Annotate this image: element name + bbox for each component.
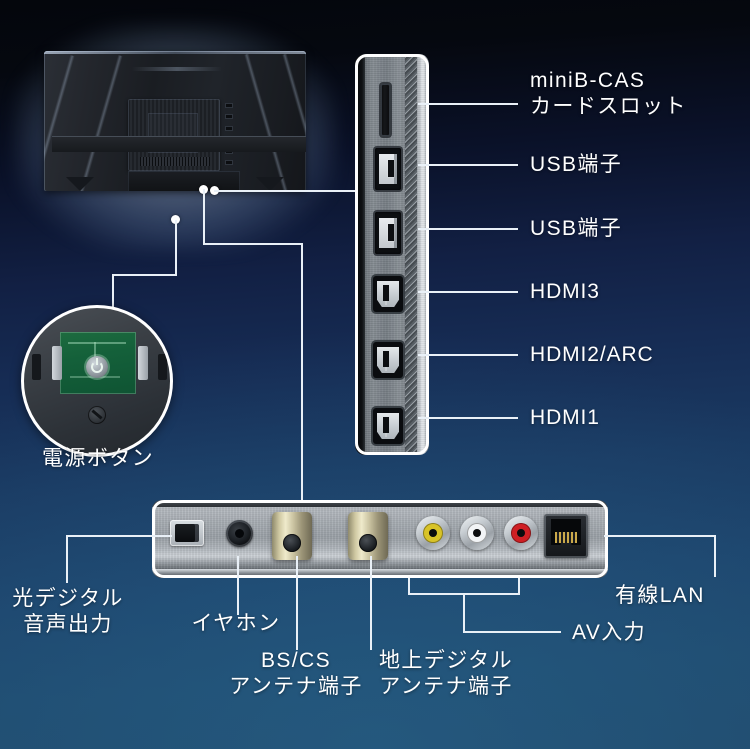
label-terrestrial: 地上デジタル アンテナ端子 — [379, 649, 513, 699]
panel-grain-strip — [405, 54, 417, 455]
leader-bottom-v2 — [301, 243, 303, 501]
leader-cas — [418, 103, 518, 105]
tv-vent — [140, 157, 210, 166]
pcb-trace — [94, 342, 96, 360]
coax-port-terrestrial — [348, 512, 388, 560]
leader-terrestrial — [370, 556, 372, 650]
tv-rib — [44, 55, 75, 191]
power-icon — [91, 358, 103, 373]
tv-rib — [244, 53, 291, 191]
label-hdmi1: HDMI1 — [530, 406, 600, 429]
tv-body — [44, 51, 306, 191]
rca-audio-white — [460, 516, 494, 552]
coax-hole — [359, 534, 377, 552]
leader-av-stem — [463, 593, 465, 633]
rca-center — [511, 523, 531, 543]
hdmi-port-1 — [373, 408, 403, 444]
leader-lan-v — [714, 535, 716, 577]
usb-port-1 — [375, 148, 401, 190]
leader-usb1 — [418, 164, 518, 166]
leader-usb2 — [418, 228, 518, 230]
leader-hdmi1 — [418, 417, 518, 419]
label-earphone: イヤホン — [191, 612, 281, 635]
leader-side-panel — [214, 190, 355, 192]
coax-port-bscs — [272, 512, 312, 560]
leader-hdmi3 — [418, 291, 518, 293]
pcb-trace — [68, 342, 126, 344]
label-usb1: USB端子 — [530, 153, 623, 176]
leader-av-h — [463, 631, 561, 633]
leader-power-v1 — [175, 220, 177, 275]
earphone-jack — [226, 520, 253, 547]
bottom-connector-panel — [152, 500, 608, 578]
tv-rear-photo — [14, 23, 336, 252]
panel-top-rail — [152, 500, 608, 507]
tv-leg-left — [66, 177, 94, 191]
label-lan: 有線LAN — [615, 584, 705, 607]
label-usb2: USB端子 — [530, 217, 623, 240]
metal-clip-left — [52, 346, 62, 380]
tv-side-ports — [225, 103, 233, 165]
rca-audio-red — [504, 516, 538, 552]
label-av-input: AV入力 — [572, 621, 647, 644]
leader-av-tick-left — [408, 578, 410, 594]
tv-rib — [282, 53, 306, 191]
lan-port — [544, 514, 588, 558]
leader-lan-h — [604, 535, 716, 537]
label-bscs: BS/CS アンテナ端子 — [229, 649, 363, 699]
label-power-button: 電源ボタン — [42, 447, 154, 470]
brushed-metal-texture — [355, 54, 429, 455]
label-hdmi3: HDMI3 — [530, 280, 600, 303]
optical-audio-port — [170, 520, 204, 546]
leader-bscs — [296, 556, 298, 650]
leader-earphone — [237, 556, 239, 615]
label-hdmi2: HDMI2/ARC — [530, 343, 654, 366]
coax-hole — [283, 534, 301, 552]
leader-optical-v — [66, 535, 68, 583]
rca-center — [423, 523, 443, 543]
hdmi-port-2 — [373, 342, 403, 378]
screw — [88, 406, 106, 424]
rca-video-yellow — [416, 516, 450, 552]
pcb-board — [60, 332, 136, 394]
hdmi-port-3 — [373, 276, 403, 312]
tv-rib — [76, 55, 123, 191]
lan-pins — [555, 532, 577, 543]
leader-bottom-h1 — [203, 243, 303, 245]
leader-power-h1 — [112, 274, 177, 276]
leader-av-tick-right — [518, 578, 520, 594]
tv-leg-right — [256, 177, 284, 191]
leader-power-v2 — [112, 274, 114, 316]
panel-dark-edge — [355, 54, 365, 455]
label-optical: 光デジタル 音声出力 — [12, 587, 124, 637]
tv-rib — [132, 67, 222, 71]
tv-top-edge — [44, 51, 306, 54]
housing-tab-right — [158, 354, 167, 380]
side-connector-panel — [355, 54, 429, 455]
tv-lower-strip — [52, 136, 306, 152]
housing-tab-left — [32, 354, 41, 380]
metal-clip-right — [138, 346, 148, 380]
tv-rear-io-area — [128, 171, 240, 191]
power-button-closeup — [21, 305, 173, 457]
usb-port-2 — [375, 212, 401, 254]
leader-bottom-v1 — [203, 189, 205, 244]
rca-center — [467, 523, 487, 543]
panel-bottom-rail — [152, 569, 608, 578]
card-slot-port — [381, 84, 390, 136]
leader-hdmi2 — [418, 354, 518, 356]
leader-optical-h — [66, 535, 172, 537]
callout-dot-power-button — [171, 215, 180, 224]
label-cas: miniB-CAS カードスロット — [530, 69, 687, 119]
